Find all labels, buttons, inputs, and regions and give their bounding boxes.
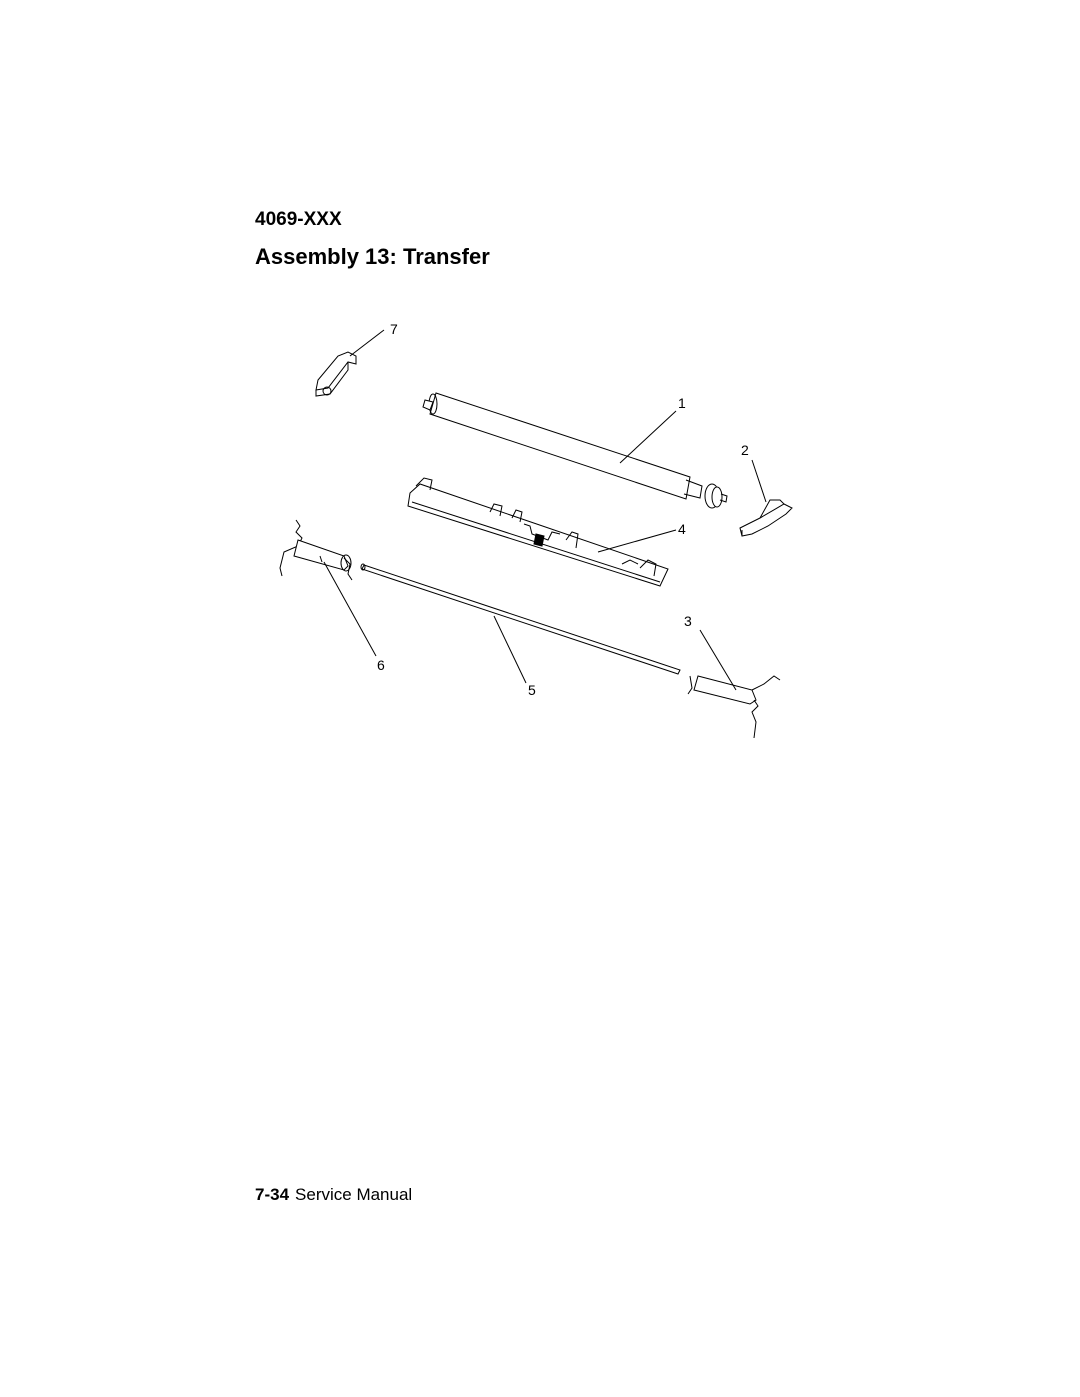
part-6-left-spring — [279, 519, 377, 657]
part-7-latch — [315, 329, 385, 397]
page-number: 7-34 — [255, 1185, 290, 1204]
callout-7: 7 — [390, 321, 398, 337]
part-5-shaft — [360, 563, 681, 684]
part-1-transfer-roller — [422, 392, 728, 509]
page-footer: 7-34 Service Manual — [255, 1185, 412, 1205]
model-number: 4069-XXX — [255, 209, 342, 230]
page-title: Assembly 13: Transfer — [255, 244, 490, 269]
callout-3: 3 — [684, 613, 692, 629]
callout-2: 2 — [741, 442, 749, 458]
callout-6: 6 — [377, 657, 385, 673]
part-3-right-spring — [687, 629, 781, 739]
part-4-transfer-frame — [407, 477, 677, 587]
manual-title: Service Manual — [295, 1185, 413, 1204]
callout-1: 1 — [678, 395, 686, 411]
part-2-lever — [739, 459, 793, 537]
callout-4: 4 — [678, 521, 686, 537]
callout-5: 5 — [528, 682, 536, 698]
